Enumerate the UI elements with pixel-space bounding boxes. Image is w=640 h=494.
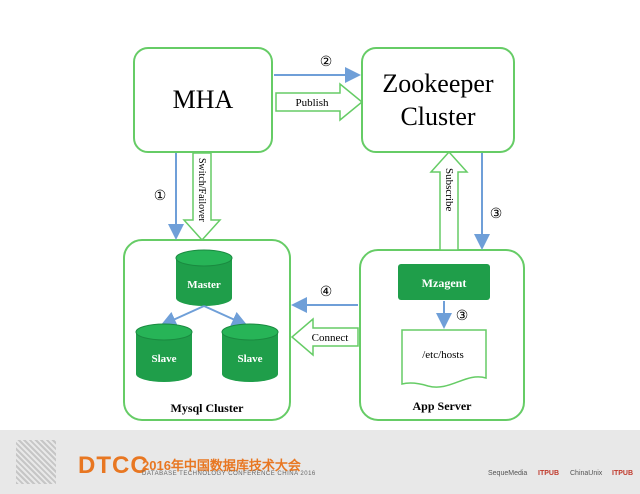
sponsor-logo-4: ITPUB xyxy=(612,470,633,477)
mha-box xyxy=(133,47,273,153)
slave-database-1: Slave xyxy=(135,323,193,382)
arrow-master-to-slave1 xyxy=(160,305,205,327)
footer-bar xyxy=(0,430,640,494)
step-1-label: ① xyxy=(154,189,167,204)
master-database: Master xyxy=(175,249,233,306)
mysql-cluster-label: Mysql Cluster xyxy=(171,401,245,415)
event-title: 2016年中国数据库技术大会 xyxy=(142,458,301,473)
sponsor-logo-2: ITPUB xyxy=(538,470,559,477)
publish-arrow xyxy=(275,82,364,122)
publish-label: Publish xyxy=(295,97,329,109)
step-2-label: ② xyxy=(320,55,333,70)
event-subtitle: DATABASE TECHNOLOGY CONFERENCE CHINA 201… xyxy=(142,471,316,477)
subscribe-arrow xyxy=(429,150,469,251)
mzagent-box xyxy=(398,264,490,300)
step-4-label: ④ xyxy=(320,285,333,300)
zookeeper-label-line1: Zookeeper xyxy=(382,69,494,98)
hosts-file-label: /etc/hosts xyxy=(422,349,464,361)
zookeeper-label-line2: Cluster xyxy=(400,102,475,131)
arrow-master-to-slave2 xyxy=(203,305,248,327)
app-server-label: App Server xyxy=(413,399,473,413)
step-3-label-bottom: ③ xyxy=(456,309,469,324)
step-3-label-top: ③ xyxy=(490,207,503,222)
sponsor-logo-3: ChinaUnix xyxy=(570,470,603,477)
zookeeper-box xyxy=(361,47,515,153)
switch-failover-arrow xyxy=(182,152,222,242)
connect-arrow xyxy=(290,317,359,357)
mha-label: MHA xyxy=(173,85,234,114)
slave-database-2: Slave xyxy=(221,323,279,382)
hosts-file-icon xyxy=(401,329,487,388)
slave2-label: Slave xyxy=(237,353,262,365)
subscribe-label: Subscribe xyxy=(443,168,455,212)
switch-failover-label: Switch/Failover xyxy=(196,158,207,223)
master-label: Master xyxy=(187,279,221,291)
dtcc-logo: DTCC xyxy=(78,452,149,479)
mzagent-label: Mzagent xyxy=(422,276,467,290)
slave1-label: Slave xyxy=(151,353,176,365)
sponsor-logo-1: SequeMedia xyxy=(488,470,528,477)
connect-label: Connect xyxy=(312,332,349,344)
qr-code-image xyxy=(16,440,56,484)
